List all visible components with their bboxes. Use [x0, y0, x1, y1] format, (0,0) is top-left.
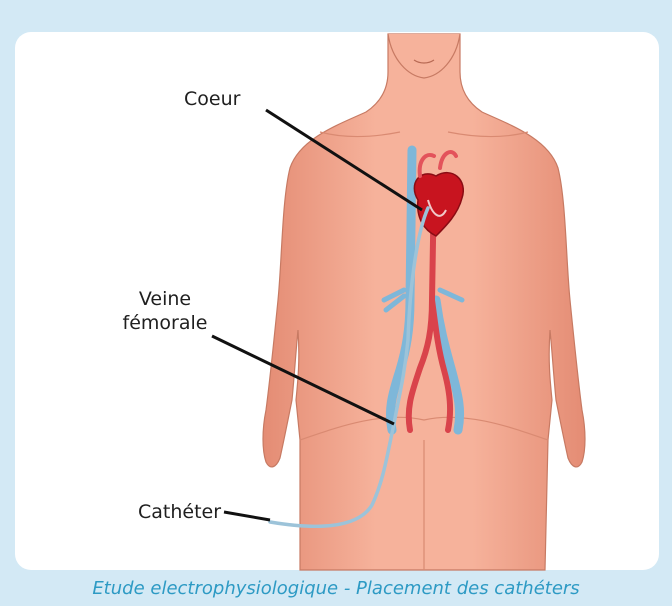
- figure-caption: Etude electrophysiologique - Placement d…: [0, 578, 672, 599]
- label-femoral-vein-line1: Veine: [110, 287, 220, 311]
- label-femoral-vein: Veine fémorale: [110, 287, 220, 335]
- label-catheter: Cathéter: [138, 500, 221, 524]
- label-heart: Coeur: [184, 87, 240, 111]
- label-femoral-vein-line2: fémorale: [110, 311, 220, 335]
- leader-line-catheter: [224, 512, 270, 520]
